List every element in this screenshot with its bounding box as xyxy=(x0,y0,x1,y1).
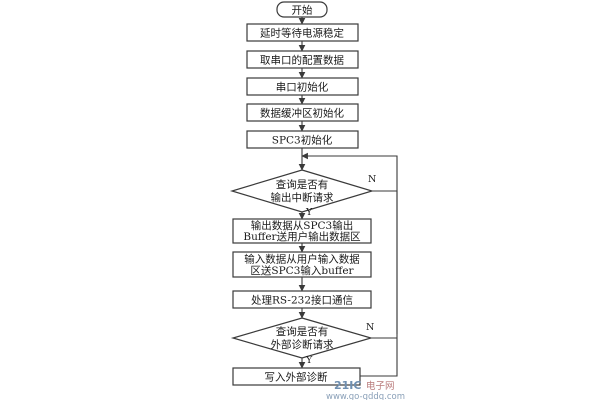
spc3-init-node: SPC3初始化 xyxy=(246,130,359,149)
watermark-url: www.go-gddq.com xyxy=(326,392,405,400)
input-label-1: 输入数据从用户输入数据 xyxy=(244,253,360,266)
rs232-node: 处理RS-232接口通信 xyxy=(232,290,372,309)
watermark-brand-cn: 电子网 xyxy=(366,380,395,392)
serial-init-node: 串口初始化 xyxy=(246,77,359,96)
rs232-label: 处理RS-232接口通信 xyxy=(251,294,353,307)
query-output-label-1: 查询是否有 xyxy=(276,178,329,191)
watermark-brand: 21IC xyxy=(334,379,361,392)
delay-node: 延时等待电源稳定 xyxy=(246,23,359,42)
query-output-no-label: N xyxy=(368,174,376,185)
query-diag-yes-label: Y xyxy=(305,355,313,366)
query-diag-no-label: N xyxy=(366,322,374,333)
buffer-init-node: 数据缓冲区初始化 xyxy=(246,103,359,122)
input-label-2: 区送SPC3输入buffer xyxy=(250,264,354,277)
buffer-init-label: 数据缓冲区初始化 xyxy=(260,107,344,120)
output-label-2: Buffer送用户输出数据区 xyxy=(243,230,360,243)
output-label-1: 输出数据从SPC3输出 xyxy=(251,219,353,232)
query-output-yes-label: Y xyxy=(305,207,313,218)
start-node: 开始 xyxy=(276,1,328,18)
write-diag-label: 写入外部诊断 xyxy=(265,371,328,384)
input-data-node: 输入数据从用户输入数据 区送SPC3输入buffer xyxy=(232,251,372,278)
delay-label: 延时等待电源稳定 xyxy=(260,27,344,40)
read-config-label: 取串口的配置数据 xyxy=(260,54,344,67)
read-config-node: 取串口的配置数据 xyxy=(246,50,359,69)
query-diag-label-1: 查询是否有 xyxy=(276,325,329,338)
start-label: 开始 xyxy=(292,4,313,17)
serial-init-label: 串口初始化 xyxy=(276,81,329,94)
query-diag-label-2: 外部诊断请求 xyxy=(271,338,334,351)
query-output-label-2: 输出中断请求 xyxy=(271,191,334,204)
output-data-node: 输出数据从SPC3输出 Buffer送用户输出数据区 xyxy=(232,218,372,244)
query-diag-decision: 查询是否有 外部诊断请求 xyxy=(230,317,374,359)
query-output-decision: 查询是否有 输出中断请求 xyxy=(229,169,375,213)
edge-query1-no xyxy=(372,190,398,334)
edge-loop-back xyxy=(301,152,398,377)
spc3-init-label: SPC3初始化 xyxy=(272,134,333,147)
write-diag-node: 写入外部诊断 xyxy=(232,367,361,386)
watermark: 21IC 电子网 www.go-gddq.com xyxy=(326,379,405,400)
